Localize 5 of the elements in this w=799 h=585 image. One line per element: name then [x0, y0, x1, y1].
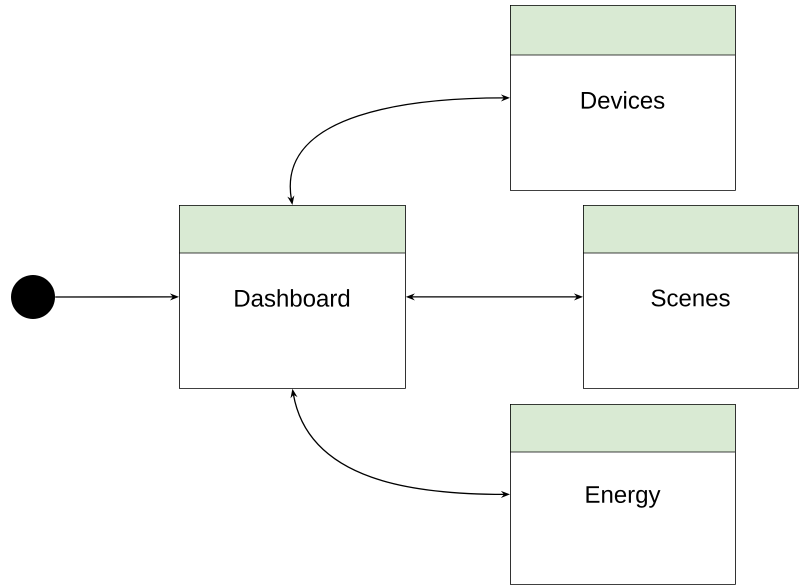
start-dot — [11, 275, 55, 319]
state-box: Devices — [510, 5, 736, 191]
state-box: Dashboard — [178, 205, 406, 389]
state-box: Energy — [510, 404, 736, 585]
state-box: Scenes — [582, 205, 799, 389]
